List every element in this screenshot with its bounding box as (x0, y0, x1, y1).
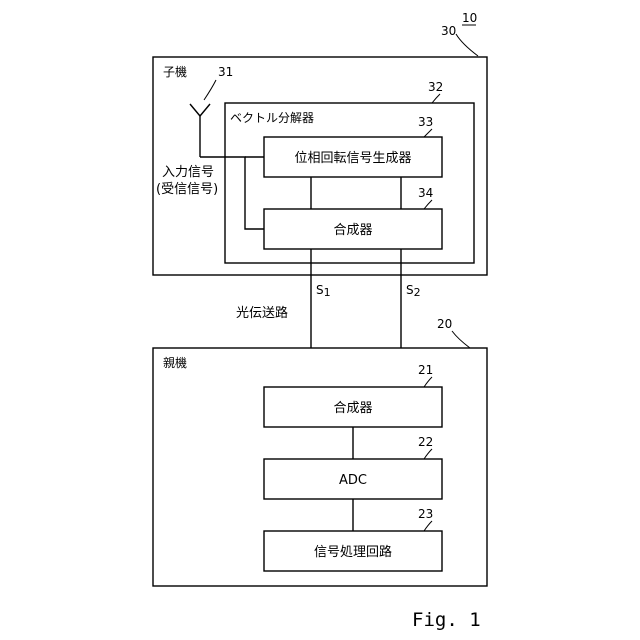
child-combiner-label: 合成器 (333, 223, 372, 238)
child-unit-label: 子機 (163, 64, 187, 79)
signal-s1-label: S1 (316, 283, 331, 299)
child-combiner-ref: 34 (418, 186, 433, 200)
phase-rotation-generator-label: 位相回転信号生成器 (294, 151, 411, 166)
antenna-ref: 31 (218, 65, 233, 79)
parent-unit-ref: 20 (437, 317, 452, 331)
signal-s2-label: S2 (406, 283, 421, 299)
adc-ref: 22 (418, 435, 433, 449)
system-ref: 10 (462, 11, 477, 25)
parent-combiner-ref: 21 (418, 363, 433, 377)
optical-transmission-path-label: 光伝送路 (236, 305, 288, 321)
parent-unit-ref-leader (452, 331, 470, 348)
child-unit-ref-leader (456, 34, 478, 56)
parent-combiner-label: 合成器 (333, 401, 372, 416)
input-signal-label: 入力信号 (162, 165, 214, 180)
adc-label: ADC (339, 473, 367, 488)
signal-processing-ref: 23 (418, 507, 433, 521)
signal-processing-label: 信号処理回路 (314, 544, 392, 560)
vector-decomposer-ref: 32 (428, 80, 443, 94)
vector-decomposer-label: ベクトル分解器 (230, 111, 314, 125)
parent-unit-label: 親機 (163, 355, 187, 370)
received-signal-label: (受信信号) (156, 182, 218, 197)
child-unit-ref: 30 (441, 24, 456, 38)
figure-label: Fig. 1 (412, 609, 481, 631)
phase-rotation-generator-ref: 33 (418, 115, 433, 129)
